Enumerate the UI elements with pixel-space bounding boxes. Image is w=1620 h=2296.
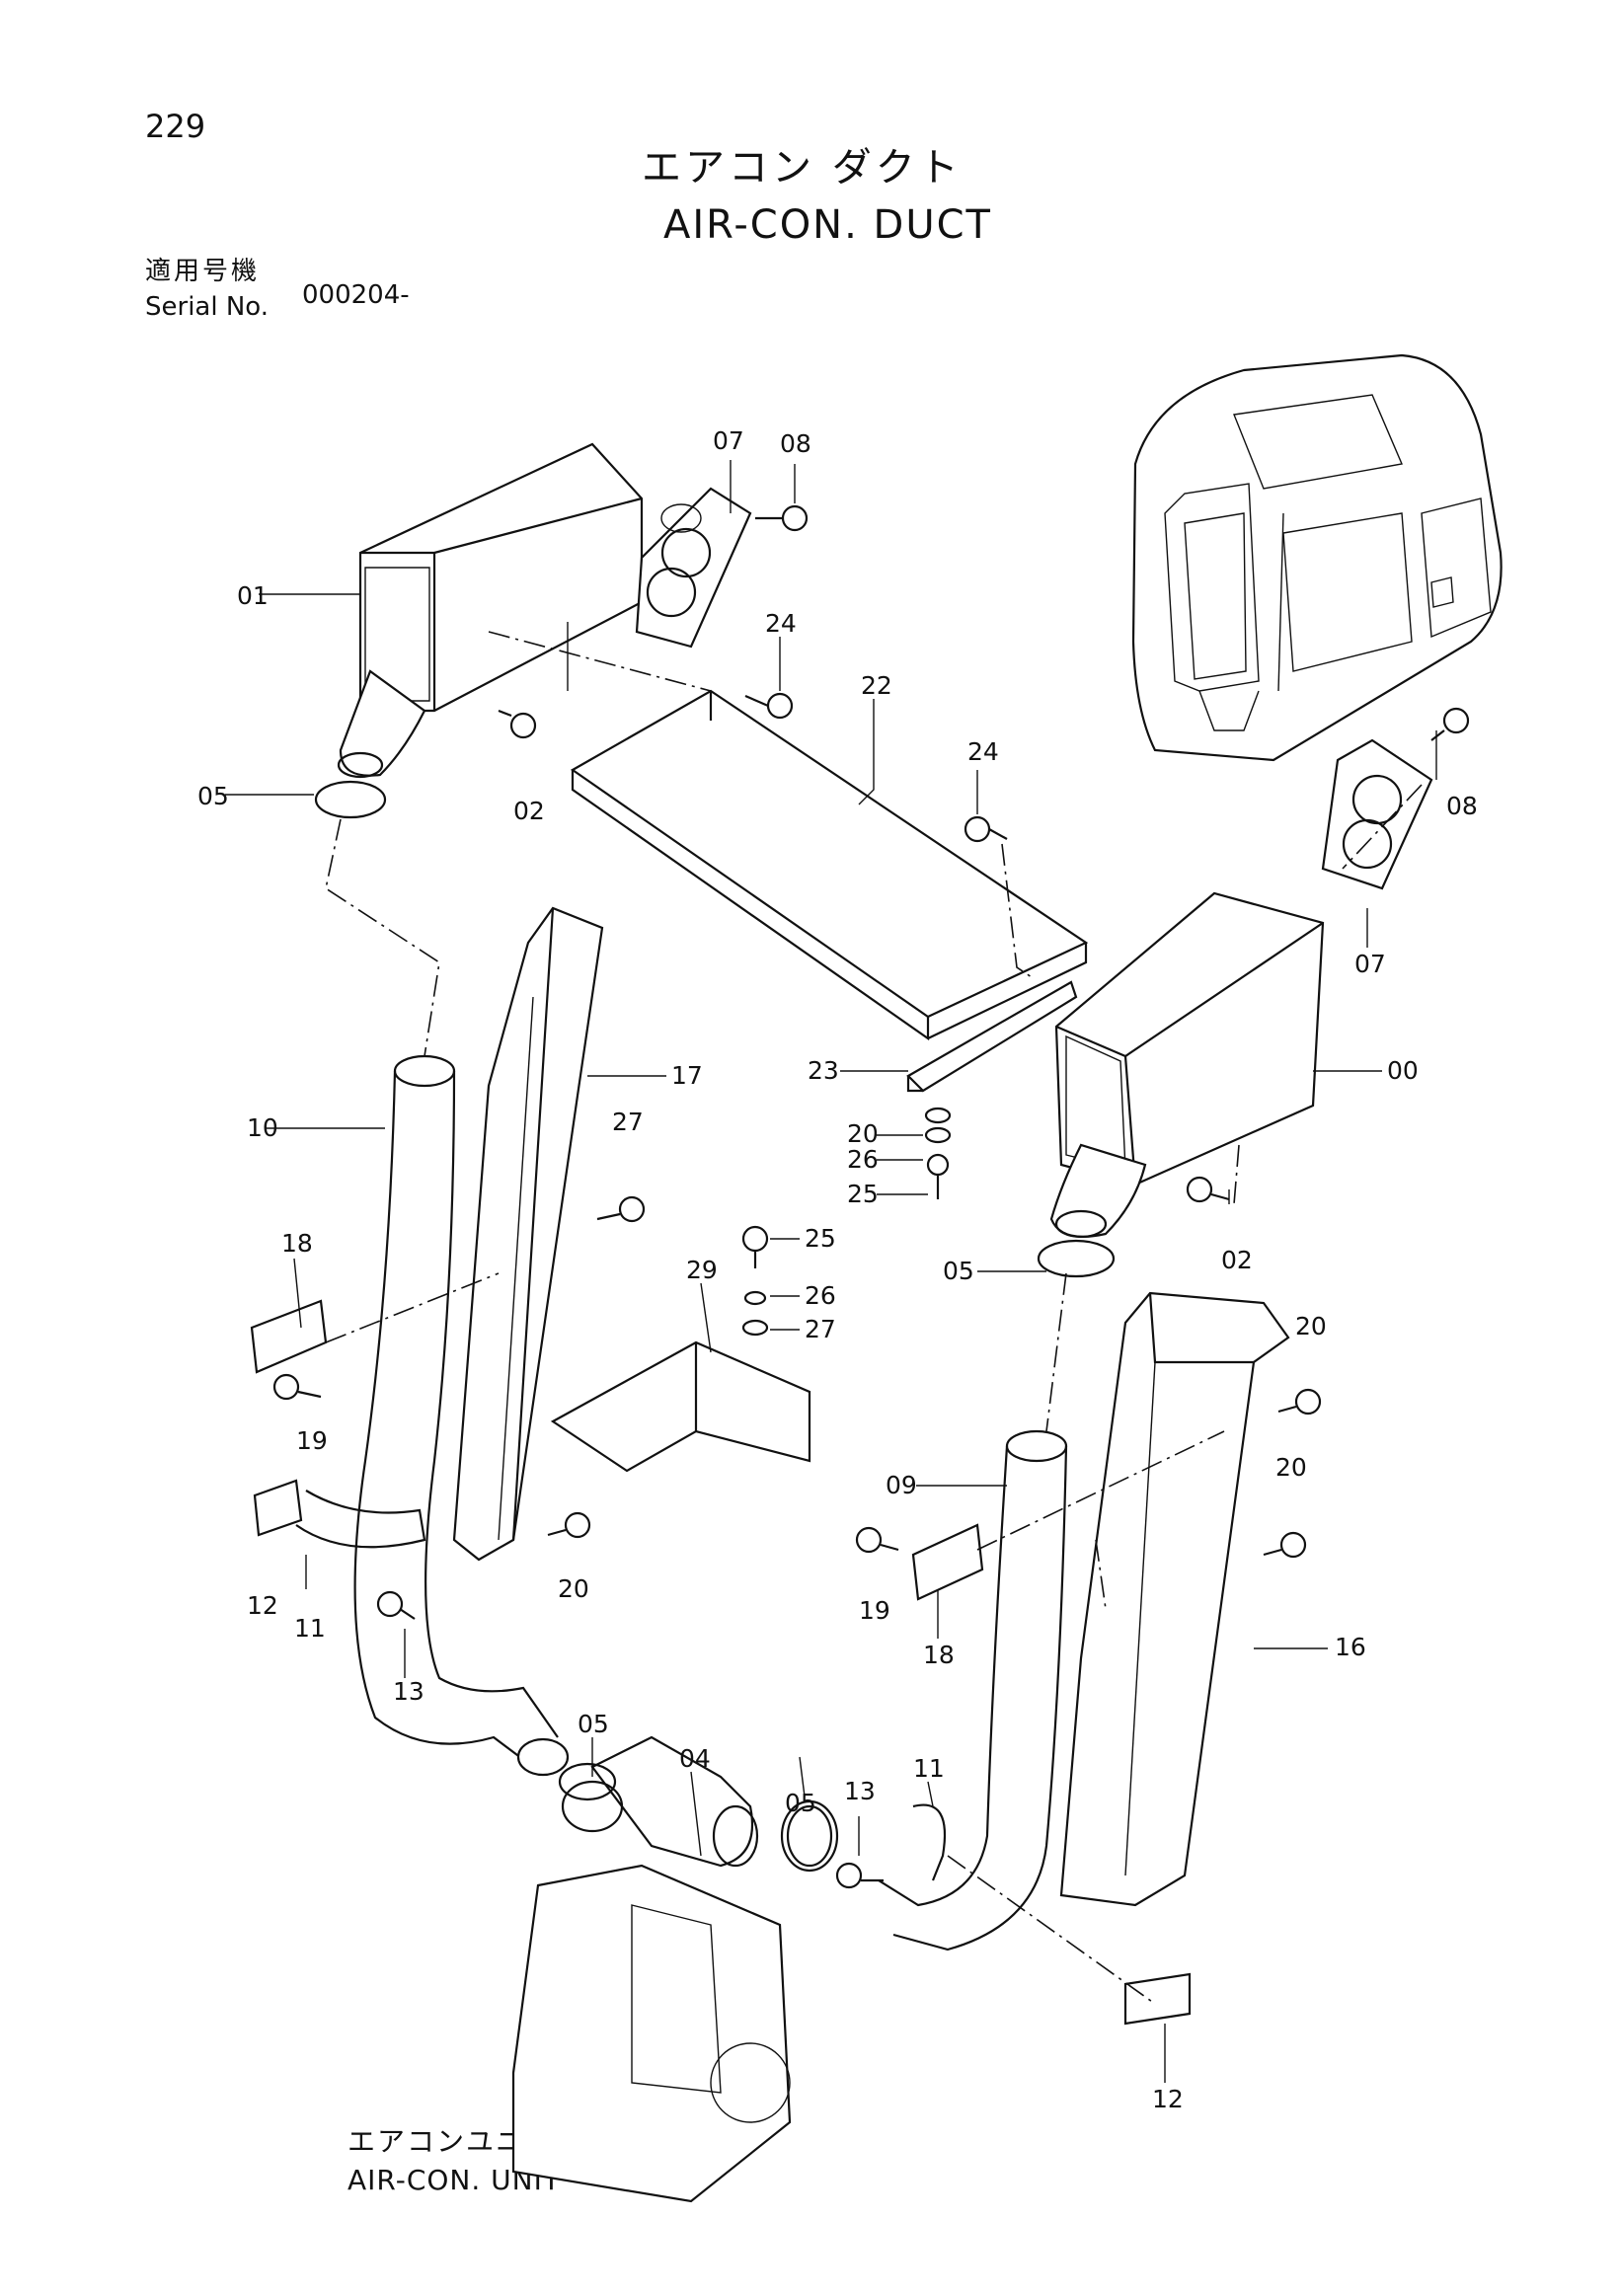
leader-lines: [225, 460, 1437, 2083]
callout-label: 05: [943, 1257, 974, 1285]
cab-illustration: [1131, 353, 1503, 762]
bolt-icons: [272, 504, 1470, 1889]
duct-box-right: [1049, 891, 1325, 1239]
callout-label: 08: [1446, 792, 1478, 820]
duct-cover-17: [452, 906, 604, 1562]
callout-label: 20: [1275, 1453, 1307, 1482]
callout-label: 07: [713, 426, 744, 455]
nozzle-plate-right: [1321, 738, 1433, 890]
serial-number-value: 000204-: [302, 280, 410, 310]
joint-and-aircon-unit: [511, 1735, 839, 2203]
serial-label-english: Serial No.: [145, 292, 269, 322]
callout-label: 27: [612, 1108, 644, 1136]
callout-label: 11: [913, 1754, 945, 1783]
hose-clamps: [314, 780, 1116, 1868]
callout-label: 08: [780, 429, 811, 458]
callout-label: 20: [847, 1119, 879, 1148]
callout-label: 01: [237, 581, 269, 610]
callout-label: 20: [558, 1574, 589, 1603]
duct-cover-16: [1059, 1291, 1290, 1907]
small-brackets: [250, 1299, 1192, 2026]
callout-label: 23: [808, 1056, 839, 1085]
callout-label: 02: [513, 797, 545, 825]
callout-label: 18: [281, 1229, 313, 1258]
callout-label: 12: [1152, 2085, 1184, 2113]
callout-label: 13: [393, 1677, 424, 1706]
page-number: 229: [145, 108, 206, 145]
callout-label: 27: [805, 1315, 836, 1343]
mounting-tray: [570, 689, 1089, 1041]
bracket-23: [906, 980, 1078, 1093]
callout-label: 07: [1354, 950, 1386, 978]
duct-box-left: [337, 442, 644, 779]
callout-label: 16: [1335, 1633, 1366, 1661]
callout-label: 25: [805, 1224, 836, 1253]
callout-label: 17: [671, 1061, 703, 1090]
callout-label: 05: [197, 782, 229, 810]
callout-label: 09: [886, 1471, 917, 1499]
callout-label: 18: [923, 1641, 955, 1669]
callout-label: 11: [294, 1614, 326, 1643]
callout-label: 12: [247, 1591, 278, 1620]
callout-label: 19: [296, 1426, 328, 1455]
callout-label: 25: [847, 1180, 879, 1208]
callout-label: 05: [785, 1789, 816, 1817]
callout-label: 05: [578, 1710, 609, 1738]
callout-label: 24: [765, 609, 797, 638]
assembly-lines: [325, 631, 1423, 2005]
callout-label: 26: [805, 1281, 836, 1310]
serial-label-japanese: 適用号機: [145, 257, 261, 286]
callout-label: 20: [1295, 1312, 1327, 1340]
callout-label: 26: [847, 1145, 879, 1174]
callout-label: 02: [1221, 1246, 1253, 1274]
callout-label: 24: [967, 737, 999, 766]
callout-label: 13: [844, 1777, 876, 1805]
callout-label: 00: [1387, 1056, 1419, 1085]
callout-label: 22: [861, 671, 892, 700]
nozzle-plate-upper: [635, 487, 752, 649]
callout-label: 10: [247, 1113, 278, 1142]
callout-label: 04: [679, 1744, 711, 1773]
diagram-title-japanese: エアコン ダクト: [642, 145, 963, 191]
diagram-title-english: AIR-CON. DUCT: [663, 202, 992, 248]
bracket-29: [550, 1340, 811, 1473]
duct-pipe-09: [878, 1429, 1068, 1952]
callout-label: 19: [859, 1596, 890, 1625]
callout-label: 29: [686, 1256, 718, 1284]
callout-numbers: 07 08 01 24 22 05 02 24 08 07 17 00 10 2…: [197, 426, 1478, 2113]
